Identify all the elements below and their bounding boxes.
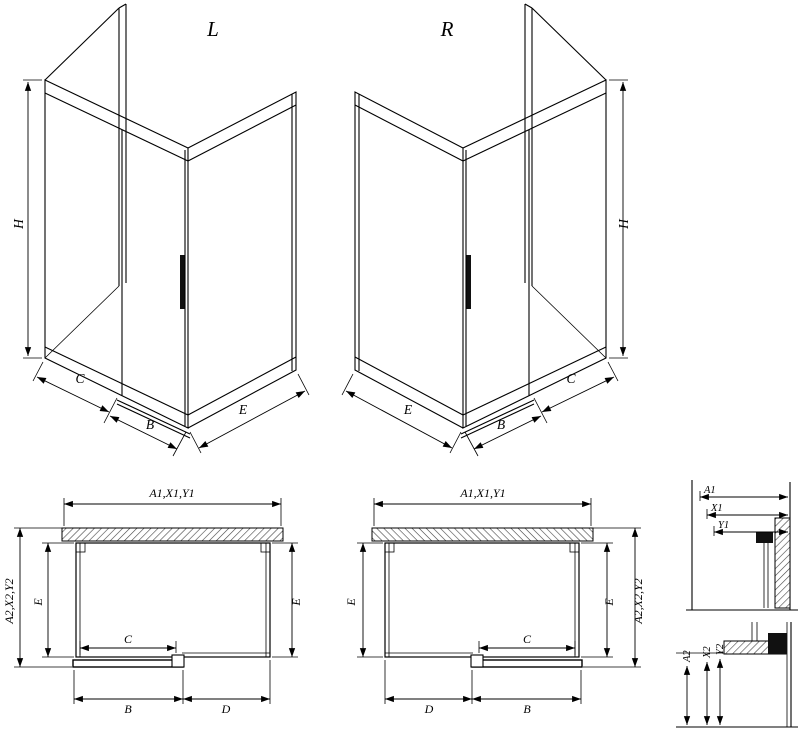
detail-bottom-dim-x2: X2 <box>702 646 713 659</box>
detail-top-dim-y1: Y1 <box>718 520 729 531</box>
wall-section-hatch <box>774 517 791 609</box>
iso-left-view: L H C B E <box>11 4 309 456</box>
detail-bottom-dim-a2: A2 <box>682 650 693 663</box>
view-title-right: R <box>440 17 454 41</box>
plan-left-depth-left-dim: E <box>31 598 45 607</box>
plan-right-opening-dim: C <box>523 632 532 646</box>
view-title-left: L <box>206 17 219 41</box>
plan-left-geometry <box>14 498 298 704</box>
detail-bottom-dim-y2: Y2 <box>715 643 726 655</box>
plan-left-opening-dim: C <box>124 632 133 646</box>
profile-bracket <box>756 532 773 543</box>
plan-left-view: A1,X1,Y1 A2,X2,Y2 E E C B D <box>2 486 303 716</box>
dim-label-door-right: B <box>497 417 505 432</box>
plan-left-top-dim: A1,X1,Y1 <box>148 486 194 500</box>
dim-label-front-fixed-right: C <box>566 371 576 386</box>
plan-left-outer-depth-dim: A2,X2,Y2 <box>2 578 16 624</box>
plan-right-view: A1,X1,Y1 A2,X2,Y2 E E C B D <box>344 486 645 716</box>
detail-top-dim-a1: A1 <box>703 485 716 496</box>
iso-left-geometry <box>23 4 309 456</box>
iso-right-geometry <box>342 4 628 456</box>
plan-right-geometry <box>357 498 641 704</box>
plan-left-door-dim: B <box>124 702 132 716</box>
iso-right-view: R H C B E <box>342 4 631 456</box>
plan-right-door-dim: B <box>523 702 531 716</box>
detail-top-view: A1 X1 Y1 <box>686 480 798 611</box>
plan-right-outer-depth-dim: A2,X2,Y2 <box>631 578 645 624</box>
dim-label-side-left: E <box>238 402 248 417</box>
plan-right-fixed-dim: D <box>424 702 434 716</box>
dim-label-height-right: H <box>616 218 631 230</box>
detail-top-dim-x1: X1 <box>710 503 723 514</box>
plan-left-fixed-dim: D <box>221 702 231 716</box>
plan-left-depth-right-dim: E <box>289 598 303 607</box>
profile-block <box>768 633 787 654</box>
detail-bottom-view: A2 X2 Y2 <box>676 622 798 728</box>
dim-label-side-right: E <box>403 402 413 417</box>
plan-right-depth-left-dim: E <box>344 598 358 607</box>
plan-right-depth-right-dim: E <box>602 598 616 607</box>
dim-label-front-fixed-left: C <box>75 371 85 386</box>
dim-label-height-left: H <box>11 218 26 230</box>
dim-label-door-left: B <box>146 417 154 432</box>
plan-right-top-dim: A1,X1,Y1 <box>459 486 505 500</box>
